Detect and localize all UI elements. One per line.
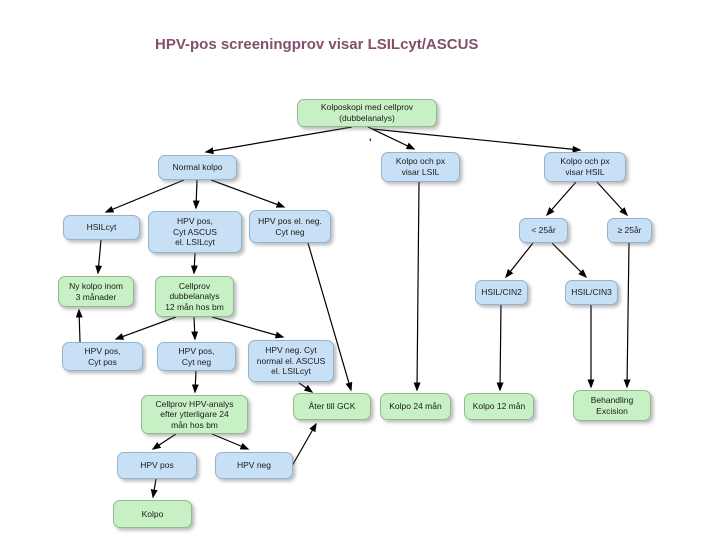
flow-node-label: Cellprov (178, 280, 211, 291)
flow-node-label: HPV pos (140, 460, 174, 471)
flow-edge-kolpo_lsil-to-kolpo_24 (413, 181, 421, 392)
flow-node-label: HPV neg. Cyt (265, 345, 317, 356)
flow-node-label: Excision (596, 405, 628, 416)
flow-node-label: Behandling (590, 394, 634, 405)
flow-node-label: visar HSIL (565, 167, 605, 177)
flow-node-kolposkopi: Kolposkopi med cellprov(dubbelanalys) (297, 99, 437, 127)
flow-node-label: HPV pos, (84, 345, 121, 356)
flow-node-hpv_pos_b: HPV pos (117, 452, 197, 479)
flow-node-label: HPV pos, (177, 216, 213, 227)
flow-node-label: Cyt neg (275, 226, 305, 237)
flow-edge-hsilcyt-to-ny_kolpo (95, 239, 103, 275)
flow-node-label: Kolpo 12 mån (472, 401, 526, 412)
flow-edge-hpv_pos_el_neg-to-ater_gck (307, 242, 353, 392)
flow-edge-kolposkopi-to-kolpo_hsil (371, 128, 582, 153)
flow-node-label: Kolpo och px (395, 156, 446, 167)
flow-edge-cellprov_hpv-to-hpv_pos_b (151, 433, 177, 450)
flow-node-label: Ny kolpo inom (69, 280, 123, 291)
flow-edge-hsil_cin2-to-kolpo_12 (496, 304, 504, 392)
flow-node-label: Cellprov HPV-analys (155, 398, 234, 409)
flow-node-label: el. LSILcyt (271, 366, 311, 377)
flow-edge-normal_kolpo-to-hsilcyt (104, 179, 185, 213)
flow-node-hsilcyt: HSILcyt (63, 215, 140, 240)
flow-node-label: Normal kolpo (172, 162, 223, 173)
flow-node-label: HPV pos, (178, 345, 215, 356)
flow-node-label: HSIL/CIN2 (481, 287, 522, 298)
flow-edge-hpv_pos_ascus-to-cellprov_dubbel (190, 252, 198, 275)
flow-node-hsil_cin2: HSIL/CIN2 (475, 280, 528, 305)
flow-node-label: 3 månader (75, 291, 117, 302)
flow-node-label: 12 mån hos bm (165, 301, 224, 312)
flow-node-label: Cyt neg (181, 356, 212, 367)
flow-node-label: efter ytterligare 24 (160, 409, 229, 420)
flow-node-label: Cyt ASCUS (173, 226, 217, 237)
slide-title: HPV-pos screeningprov visar LSILcyt/ASCU… (155, 36, 479, 53)
flow-node-label: dubbelanalys (169, 291, 220, 302)
flow-node-kolpo_24: Kolpo 24 mån (380, 393, 451, 420)
flow-edge-cellprov_dubbel-to-hpv_pos_cyt_neg (191, 316, 199, 341)
flow-edge-kolposkopi-to-kolpo_lsil (367, 126, 416, 150)
flow-edge-hpv_pos_b-to-kolpo_final (150, 478, 158, 499)
flow-node-ater_gck: Åter till GCK (293, 393, 371, 420)
stray-apostrophe-mark: ' (369, 137, 372, 149)
flow-node-label: Kolposkopi med cellprov (320, 102, 414, 113)
flow-edge-normal_kolpo-to-hpv_pos_el_neg (210, 179, 286, 208)
flow-node-label: Kolpo (141, 508, 164, 519)
flow-edge-cellprov_dubbel-to-hpv_pos_cyt_pos (114, 316, 177, 340)
flow-node-label: el. LSILcyt (175, 237, 215, 248)
flow-edge-lt25-to-hsil_cin3 (551, 242, 588, 279)
flow-node-label: Kolpo 24 mån (389, 401, 442, 412)
flow-node-ge25: ≥ 25år (607, 218, 652, 243)
flow-edge-hpv_pos_cyt_neg-to-cellprov_hpv (191, 370, 199, 394)
flow-node-label: Cyt pos (88, 356, 117, 367)
flow-edge-hpv_neg_cyt-to-ater_gck (298, 382, 314, 393)
flow-edge-normal_kolpo-to-hpv_pos_ascus (192, 179, 200, 210)
flow-node-label: Åter till GCK (308, 401, 356, 412)
flow-edge-lt25-to-hsil_cin2 (505, 242, 534, 279)
flow-node-label: (dubbelanalys) (339, 113, 395, 123)
flow-node-hpv_pos_cyt_neg: HPV pos,Cyt neg (157, 342, 236, 371)
flow-node-label: Kolpo och px (560, 156, 610, 167)
flow-edge-cellprov_hpv-to-hpv_neg_b (211, 433, 250, 450)
flow-node-label: < 25år (531, 225, 556, 236)
flow-edge-kolposkopi-to-normal_kolpo (204, 126, 353, 155)
flow-node-label: HPV pos el. neg. (258, 215, 322, 226)
flow-node-label: HSIL/CIN3 (571, 287, 612, 298)
flow-node-hpv_pos_el_neg: HPV pos el. neg.Cyt neg (249, 210, 331, 243)
flow-node-kolpo_12: Kolpo 12 mån (464, 393, 534, 420)
flow-edge-kolpo_hsil-to-ge25 (596, 181, 629, 217)
flow-node-label: HPV neg (236, 460, 272, 471)
flow-edge-kolpo_hsil-to-lt25 (546, 181, 577, 217)
flow-edge-hpv_pos_cyt_pos-to-ny_kolpo (75, 308, 83, 343)
flow-node-label: mån hos bm (171, 419, 218, 430)
flow-edge-ge25-to-behandling (623, 242, 631, 389)
flow-node-hpv_neg_b: HPV neg (215, 452, 293, 479)
flow-node-kolpo_final: Kolpo (113, 500, 192, 528)
flow-node-label: ≥ 25år (617, 225, 642, 236)
flow-node-hpv_pos_cyt_pos: HPV pos,Cyt pos (62, 342, 143, 371)
flow-node-normal_kolpo: Normal kolpo (158, 155, 237, 180)
flow-edge-cellprov_dubbel-to-hpv_neg_cyt (211, 316, 285, 339)
flow-node-label: HSILcyt (86, 222, 117, 233)
flow-node-label: visar LSIL (401, 167, 440, 177)
flow-node-hsil_cin3: HSIL/CIN3 (565, 280, 618, 305)
flow-node-lt25: < 25år (519, 218, 568, 243)
flow-node-label: normal el. ASCUS (256, 355, 326, 366)
